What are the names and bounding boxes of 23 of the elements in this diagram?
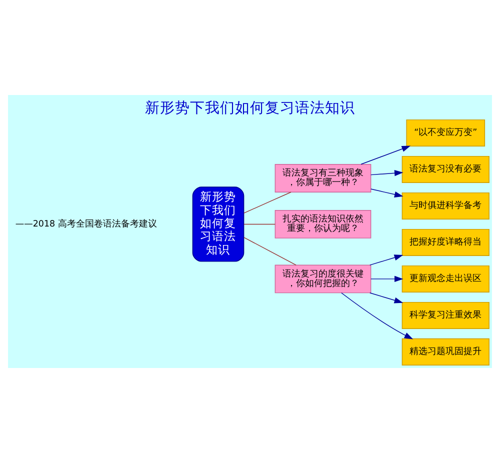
node-box: 科学复习注重效果 [402, 301, 490, 328]
arrow [370, 254, 404, 265]
node-box: 扎实的语法知识依然重要，你认为呢？ [274, 209, 372, 238]
arrow [370, 275, 404, 282]
node-box: 把握好度详略得当 [402, 228, 490, 256]
node-box: 与时俱进科学备考 [402, 192, 490, 219]
diagram-title: 新形势下我们如何复习语法知识 [145, 99, 355, 116]
node-box: 语法复习的度很关键，你如何把握的？ [274, 264, 372, 293]
arrow [370, 188, 404, 197]
node-box: 新形势下我们如何复习语法知识 [192, 186, 244, 262]
node-box: “以不变应万变” [406, 118, 486, 146]
connector [244, 236, 296, 265]
arrow [370, 292, 404, 303]
arrow [360, 145, 411, 164]
label: ——2018 高考全国卷语法备考建议 [15, 218, 157, 229]
node-box: 语法复习有三种现象，你属于哪一种？ [274, 163, 372, 192]
node-box: 语法复习没有必要 [402, 155, 490, 182]
connector [244, 223, 276, 224]
node-box: 精选习题巩固提升 [402, 338, 490, 365]
node-box: 更新观念走出误区 [402, 264, 490, 292]
arrow [341, 292, 414, 339]
arrow [370, 170, 404, 176]
connector [244, 191, 292, 213]
